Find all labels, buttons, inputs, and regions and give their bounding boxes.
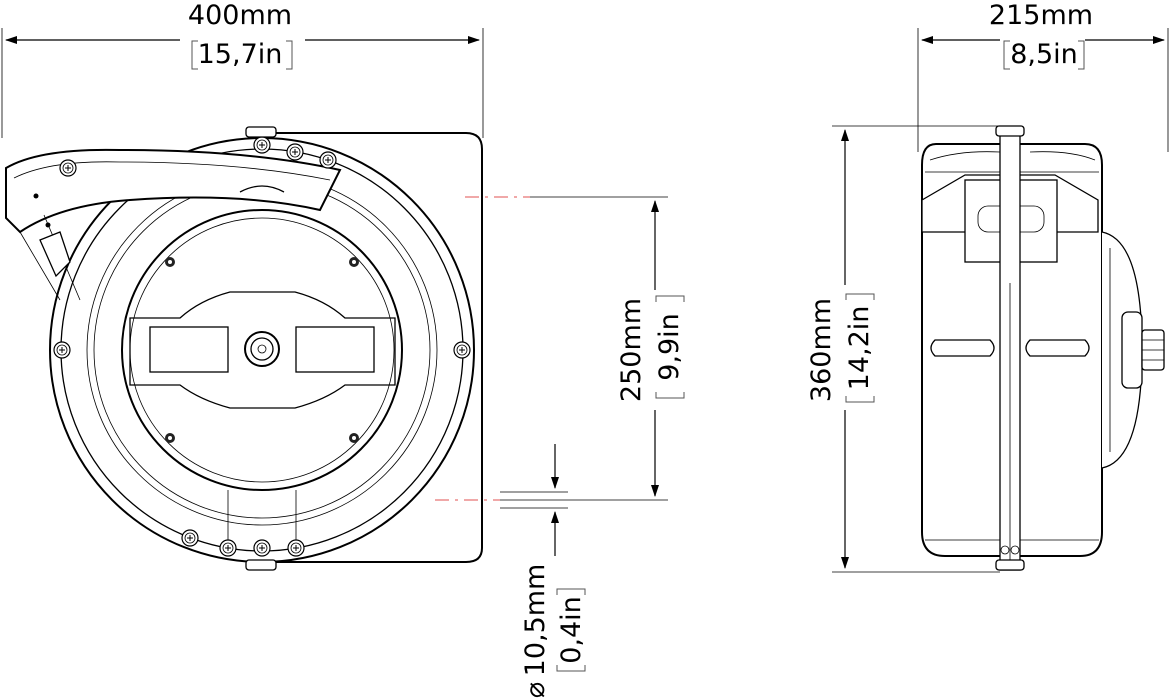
- hose-guide-arm: [5, 148, 342, 234]
- hole-spacing-mm: 250mm: [616, 298, 647, 402]
- hole-spacing-in: 9,9in: [654, 313, 685, 381]
- height-side-mm: 360mm: [806, 298, 837, 402]
- dimension-hole-spacing: 250mm 9,9in: [500, 196, 685, 501]
- dimension-height-side: 360mm 14,2in: [806, 125, 1000, 573]
- height-side-in: 14,2in: [844, 306, 875, 391]
- hole-diameter-in: 0,4in: [556, 596, 587, 664]
- diameter-symbol: ⌀: [520, 682, 551, 698]
- hole-diameter-mm: 10,5mm: [520, 564, 551, 677]
- front-view: [5, 126, 483, 571]
- dimension-width-front: 400mm 15,7in: [1, 0, 484, 138]
- width-front-mm: 400mm: [188, 0, 292, 31]
- depth-side-mm: 215mm: [989, 0, 1093, 31]
- centerlines: [435, 196, 530, 501]
- hub: [244, 331, 280, 367]
- dimension-hole-diameter: ⌀ 10,5mm 0,4in: [500, 444, 587, 698]
- depth-side-in: 8,5in: [1010, 39, 1078, 70]
- dimension-depth-side: 215mm 8,5in: [917, 0, 1169, 152]
- width-front-in: 15,7in: [198, 39, 283, 70]
- side-view: [921, 125, 1165, 571]
- handle-recess: [129, 291, 396, 409]
